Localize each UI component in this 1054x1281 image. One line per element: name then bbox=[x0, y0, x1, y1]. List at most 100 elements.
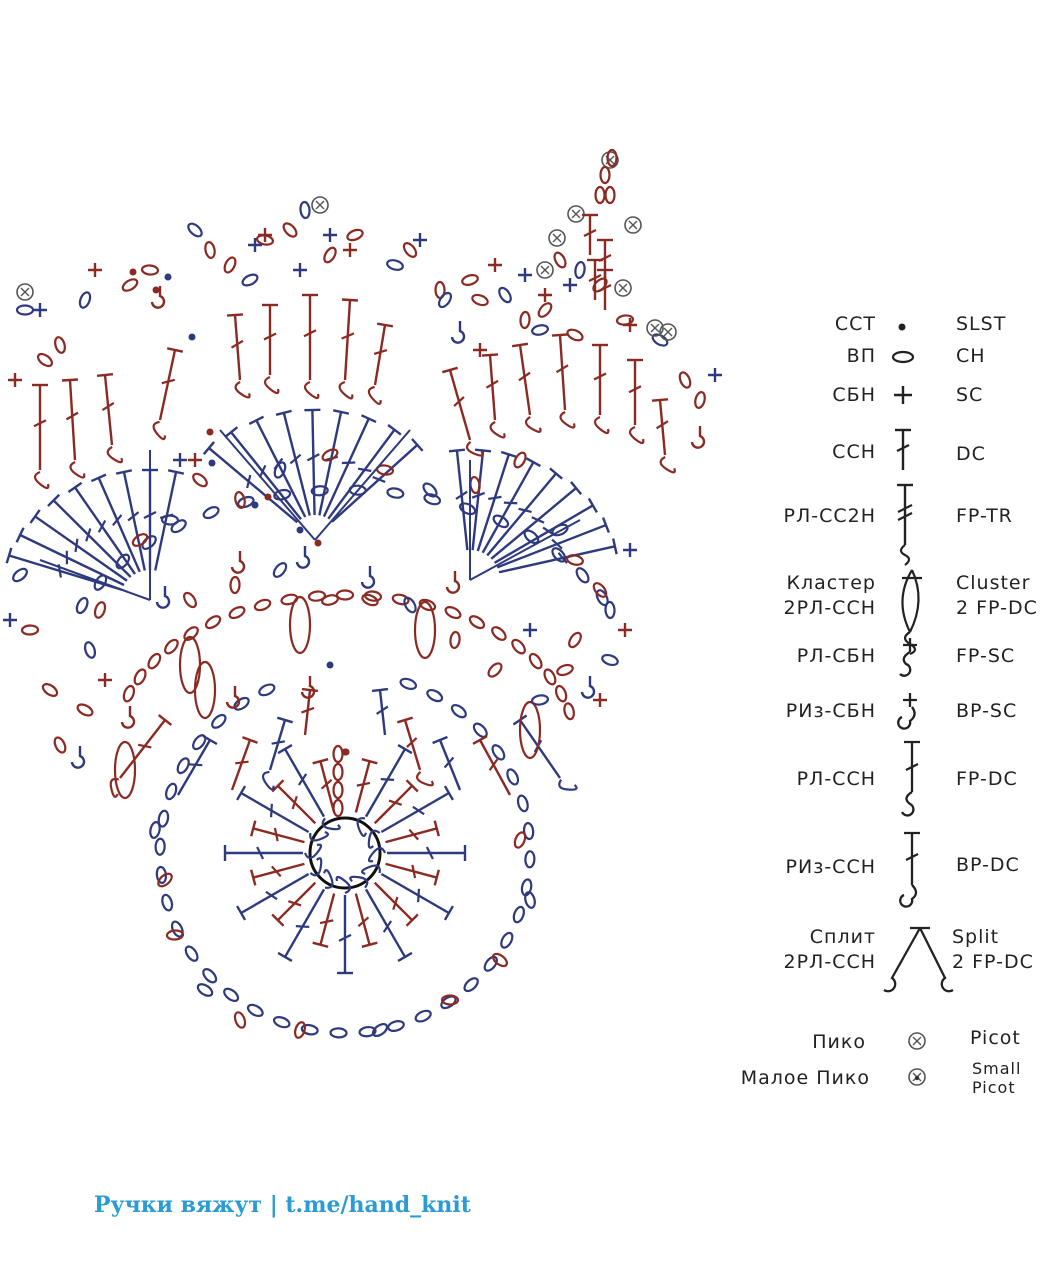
fp-dc-stitch-icon bbox=[396, 716, 434, 787]
dot-icon bbox=[251, 501, 259, 509]
chain-oval-icon bbox=[282, 222, 298, 238]
chain-oval-icon bbox=[204, 241, 216, 259]
chain-oval-icon bbox=[272, 562, 288, 578]
chain-oval-icon bbox=[133, 668, 147, 686]
chain-oval-icon bbox=[12, 567, 28, 583]
picot-icon bbox=[311, 196, 329, 214]
chain-oval-icon bbox=[371, 1022, 389, 1038]
chain-oval-icon bbox=[147, 652, 162, 670]
plus-icon bbox=[538, 288, 552, 302]
chain-oval-icon bbox=[604, 185, 616, 205]
chain-oval-icon bbox=[258, 683, 276, 697]
fp-dc-stitch-icon bbox=[511, 342, 542, 433]
fp-sc-icon bbox=[580, 676, 596, 699]
chain-oval-icon bbox=[592, 582, 608, 598]
chain-oval-icon bbox=[511, 638, 526, 655]
legend-ru-slst: ССТ bbox=[834, 313, 876, 335]
spoke-line bbox=[314, 429, 411, 541]
fp-dc-stitch-icon bbox=[356, 744, 413, 838]
dc-stitch-icon bbox=[230, 736, 258, 791]
plus-icon bbox=[623, 543, 637, 557]
plus-icon bbox=[293, 263, 307, 277]
chain-oval-icon bbox=[253, 598, 272, 612]
fp-dc-stitch-icon bbox=[262, 303, 280, 395]
fp-dc-stitch-icon bbox=[302, 293, 320, 400]
dc-stitch-icon bbox=[90, 473, 141, 573]
plus-icon bbox=[188, 453, 202, 467]
legend-ru-small-picot: Малое Пико bbox=[740, 1067, 870, 1089]
fp-sc-icon bbox=[445, 571, 461, 594]
chain-oval-icon bbox=[566, 554, 584, 566]
dot-icon bbox=[208, 459, 216, 467]
picot-icon bbox=[536, 261, 554, 279]
chain-oval-icon bbox=[386, 259, 404, 271]
picot-icon bbox=[614, 279, 632, 297]
chain-oval-icon bbox=[115, 553, 131, 570]
chain-oval-icon bbox=[15, 304, 35, 316]
chain-oval-icon bbox=[678, 371, 692, 389]
chain-oval-icon bbox=[78, 291, 92, 309]
legend-ru-sc: СБН bbox=[832, 384, 876, 406]
chain-oval-icon bbox=[229, 575, 241, 595]
chain-oval-icon bbox=[131, 533, 149, 547]
bp-sc-icon bbox=[897, 693, 917, 730]
dot-icon bbox=[326, 661, 334, 669]
dc-stitch-icon bbox=[354, 758, 378, 813]
chain-oval-icon bbox=[537, 302, 553, 318]
dot-icon bbox=[188, 333, 196, 341]
plus-icon bbox=[523, 623, 537, 637]
chain-oval-icon bbox=[458, 502, 477, 516]
dc-stitch-icon bbox=[587, 258, 603, 300]
fp-dc-stitch-icon bbox=[481, 353, 506, 439]
fp-dc-stitch-icon bbox=[592, 343, 610, 435]
footer-caption[interactable]: Ручки вяжут | t.me/hand_knit bbox=[94, 1192, 471, 1218]
fp-sc-icon bbox=[70, 746, 86, 769]
chain-oval-icon bbox=[606, 148, 618, 168]
chain-oval-icon bbox=[76, 703, 94, 717]
fp-dc-stitch-icon bbox=[236, 785, 330, 842]
dot-icon bbox=[129, 268, 137, 276]
fp-sc-icon bbox=[690, 426, 706, 449]
legend-en-bp-dc: BP-DC bbox=[956, 854, 1020, 876]
chain-oval-icon bbox=[140, 264, 160, 276]
fp-sc-icon bbox=[150, 286, 166, 309]
dc-stitch-icon bbox=[29, 509, 128, 582]
fp-dc-stitch-icon bbox=[226, 313, 251, 399]
chain-oval-icon bbox=[694, 391, 706, 409]
chain-oval-icon bbox=[196, 983, 214, 997]
chain-oval-icon bbox=[516, 794, 529, 813]
dc-stitch-icon bbox=[331, 438, 424, 523]
dot-icon bbox=[341, 748, 349, 756]
legend-ru-picot: Пико bbox=[812, 1031, 866, 1053]
legend-en-bp-sc: BP-SC bbox=[956, 700, 1018, 722]
chain-oval-icon bbox=[524, 891, 536, 909]
dc-stitch-icon bbox=[202, 441, 299, 524]
chain-oval-icon bbox=[54, 336, 66, 354]
plus-icon bbox=[323, 228, 337, 242]
legend-en-small-picot: Small Picot bbox=[972, 1059, 1022, 1097]
chain-oval-icon bbox=[449, 630, 461, 650]
cluster-icon bbox=[193, 660, 217, 720]
dc-stitch-icon bbox=[373, 779, 419, 825]
dc-stitch-icon bbox=[432, 735, 462, 791]
chain-oval-icon bbox=[450, 703, 467, 719]
chain-oval-icon bbox=[500, 931, 514, 949]
chain-oval-icon bbox=[192, 472, 208, 488]
fp-dc-stitch-icon bbox=[367, 785, 454, 849]
chain-oval-icon bbox=[332, 744, 344, 764]
legend-ru-fp-sc: РЛ-СБН bbox=[796, 645, 876, 667]
chain-oval-icon bbox=[506, 768, 520, 786]
chain-oval-icon bbox=[335, 589, 355, 601]
fp-dc-stitch-icon bbox=[109, 714, 173, 798]
chain-oval-icon bbox=[307, 590, 327, 602]
plus-icon bbox=[343, 243, 357, 257]
dc-stitch-icon bbox=[486, 467, 563, 557]
chain-oval-icon bbox=[165, 929, 185, 941]
chain-oval-icon bbox=[183, 591, 197, 609]
chain-oval-icon bbox=[513, 831, 527, 849]
chain-oval-icon bbox=[75, 596, 89, 615]
plus-icon bbox=[894, 386, 912, 404]
chain-oval-icon bbox=[524, 850, 536, 869]
chain-oval-icon bbox=[202, 506, 220, 520]
